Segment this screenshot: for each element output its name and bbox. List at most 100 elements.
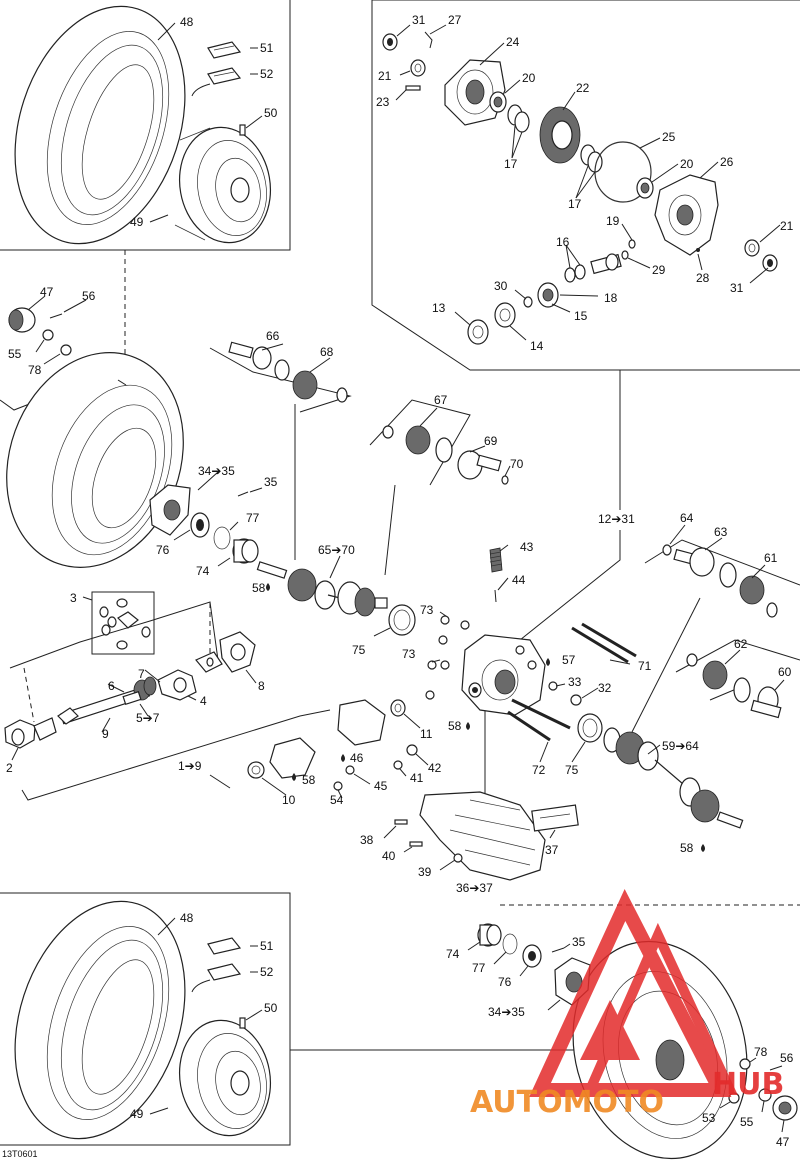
plug-32 <box>570 694 582 706</box>
washer-42 <box>406 744 418 756</box>
boot-kit-67 <box>382 425 453 463</box>
callout-32: 32 <box>598 681 612 695</box>
bearing-74-bottom <box>477 923 502 947</box>
callout-55: 55 <box>8 347 22 361</box>
callout-40: 40 <box>382 849 396 863</box>
frame-top-left-wheel <box>0 0 291 251</box>
callout-76b: 76 <box>498 975 512 989</box>
callout-20: 20 <box>522 71 536 85</box>
callout-18: 18 <box>604 291 618 305</box>
callout-3: 3 <box>70 591 77 605</box>
watermark-logo <box>529 888 738 1097</box>
drop-icon-58c <box>292 773 296 781</box>
callout-60: 60 <box>778 665 792 679</box>
hub-34 <box>149 484 191 536</box>
washer-78-top <box>60 344 72 356</box>
callout-6: 6 <box>108 679 115 693</box>
callout-7: 7 <box>138 667 145 681</box>
cotter-pin-56-top <box>49 313 63 319</box>
callout-17: 17 <box>504 157 518 171</box>
callout-78: 78 <box>28 363 42 377</box>
valve-stem-part-50 <box>239 124 246 136</box>
cotter-pin-56-bottom <box>769 1065 783 1071</box>
frame-differential-box <box>371 0 800 371</box>
callout-1-9: 1➔9 <box>178 759 202 773</box>
rim-top-left <box>174 126 272 244</box>
drop-icon-57 <box>546 658 550 666</box>
callout-57: 57 <box>562 653 576 667</box>
callout-73: 73 <box>420 603 434 617</box>
circlip-64 <box>662 544 672 556</box>
spring-43 <box>489 547 503 573</box>
output-shaft-11 <box>337 699 406 746</box>
ring-gear-22 <box>539 106 581 164</box>
drop-icon-58d <box>701 844 705 852</box>
decal-52 <box>207 67 242 85</box>
callout-61: 61 <box>764 551 778 565</box>
callout-8: 8 <box>258 679 265 693</box>
callout-37: 37 <box>545 843 559 857</box>
seal-13 <box>467 319 489 345</box>
hub-cap-47-top <box>8 307 36 333</box>
decal-51 <box>207 41 242 59</box>
plug-45 <box>345 765 355 775</box>
callout-52b: 52 <box>260 965 274 979</box>
bolt-38 <box>394 819 408 825</box>
callout-19: 19 <box>606 214 620 228</box>
valve-stem-part-50-bottom <box>239 1017 246 1029</box>
ujoint-kit-3 <box>99 598 151 650</box>
callout-50b: 50 <box>264 1001 278 1015</box>
ujoint-4 <box>195 651 223 673</box>
callout-23: 23 <box>376 95 390 109</box>
bolts-73 <box>425 615 470 700</box>
callout-62: 62 <box>734 637 748 651</box>
oring-77-bottom <box>502 933 518 955</box>
pinion-shaft-18 <box>590 253 622 275</box>
callout-58c: 58 <box>302 773 316 787</box>
callout-71: 71 <box>638 659 652 673</box>
callout-75: 75 <box>352 643 366 657</box>
nut-39 <box>453 853 463 863</box>
stud-35-bottom <box>551 947 565 953</box>
callout-21b: 21 <box>780 219 794 233</box>
callout-77b: 77 <box>472 961 486 975</box>
bearing-74-top <box>232 538 259 564</box>
callout-45: 45 <box>374 779 388 793</box>
plug-28 <box>696 248 700 252</box>
callout-51: 51 <box>260 41 274 55</box>
callout-76: 76 <box>156 543 170 557</box>
callout-49b: 49 <box>130 1107 144 1121</box>
frame-ujoint-kit <box>91 591 155 655</box>
callout-34-35: 34➔35 <box>198 464 235 478</box>
callout-43: 43 <box>520 540 534 554</box>
callout-labels: 48 51 52 50 49 31 27 24 21 20 23 22 17 2… <box>6 13 794 1149</box>
callout-74: 74 <box>196 564 210 578</box>
hub-cap-47-bottom <box>772 1095 798 1121</box>
bearing-21-right <box>744 239 760 257</box>
rear-diff-housing-12 <box>461 634 546 716</box>
callout-59-64: 59➔64 <box>662 739 699 753</box>
callout-39: 39 <box>418 865 432 879</box>
callout-25: 25 <box>662 130 676 144</box>
watermark-text-2: HUB <box>712 1067 784 1102</box>
flange-8 <box>219 631 256 673</box>
callout-41: 41 <box>410 771 424 785</box>
callout-70: 70 <box>510 457 524 471</box>
boot-clamp-68 <box>274 359 348 403</box>
callout-38: 38 <box>360 833 374 847</box>
callout-75b: 75 <box>565 763 579 777</box>
callout-74b: 74 <box>446 947 460 961</box>
shaft-5 <box>122 690 142 706</box>
callout-49: 49 <box>130 215 144 229</box>
callout-24: 24 <box>506 35 520 49</box>
yoke-7 <box>157 669 197 701</box>
seal-76-bottom <box>522 944 542 968</box>
callout-15: 15 <box>574 309 588 323</box>
callout-11: 11 <box>420 727 433 741</box>
label-37 <box>531 804 579 832</box>
pin-44 <box>494 589 497 603</box>
cv-joint-60 <box>750 686 782 719</box>
nut-14 <box>494 302 516 328</box>
callout-78b: 78 <box>754 1045 768 1059</box>
